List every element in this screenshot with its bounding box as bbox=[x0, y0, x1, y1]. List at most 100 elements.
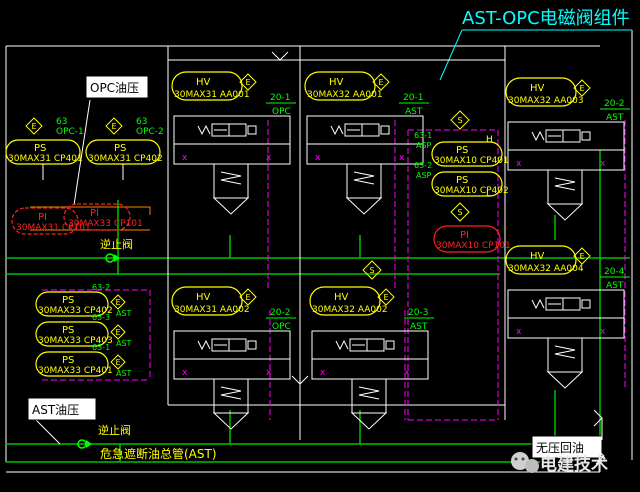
cartridge-poppet bbox=[350, 412, 388, 430]
hv-subtitle: OPC bbox=[272, 322, 291, 332]
solenoid-coil bbox=[581, 131, 591, 141]
check-valve-upper bbox=[105, 253, 120, 263]
cartridge-spring bbox=[358, 386, 380, 400]
check-valve-upper-label: 逆止阀 bbox=[100, 237, 133, 251]
solenoid-coil bbox=[380, 125, 390, 135]
hv-label: HV bbox=[196, 292, 211, 303]
ps-label: PS bbox=[456, 175, 468, 186]
diamond-shape bbox=[450, 110, 470, 130]
cartridge-poppet bbox=[212, 197, 250, 215]
diamond-shape bbox=[105, 117, 123, 135]
drain-mark: x bbox=[399, 153, 405, 163]
hv-label: HV bbox=[196, 77, 211, 88]
ps-number: 63 bbox=[56, 117, 67, 127]
ps-number: 63-2 bbox=[92, 283, 110, 292]
ps-number: 63-2 bbox=[414, 161, 432, 170]
hv-label: HV bbox=[530, 251, 545, 262]
asp-l-letter: L bbox=[486, 189, 491, 199]
ps-subtitle: OPC-2 bbox=[136, 127, 164, 137]
hv-number: 20-3 bbox=[408, 308, 428, 318]
ps-capsule bbox=[35, 291, 109, 317]
valve-body bbox=[306, 115, 424, 165]
valve-body bbox=[507, 121, 625, 171]
hv-tag: 30MAX32 AA004 bbox=[508, 264, 584, 274]
spool-spring bbox=[335, 339, 349, 351]
diamond-shape bbox=[450, 202, 470, 222]
solenoid-coil bbox=[385, 340, 395, 350]
diamond-letter: E bbox=[378, 78, 383, 87]
hv-capsule bbox=[171, 71, 243, 101]
hv-label: HV bbox=[530, 83, 545, 94]
diamond-shape bbox=[25, 117, 43, 135]
white-piping bbox=[27, 46, 506, 445]
ps-subtitle: AST bbox=[116, 369, 132, 378]
cartridge-spring bbox=[220, 171, 242, 185]
hv-number: 20-1 bbox=[403, 93, 423, 103]
ps-tag: 30MAX31 CP401 bbox=[8, 154, 83, 164]
valve-body bbox=[173, 330, 291, 380]
pi-label: PI bbox=[460, 230, 469, 241]
drain-mark: x bbox=[182, 368, 188, 378]
pi-tag: 30MAX10 CP101 bbox=[436, 241, 511, 251]
ps-number: 63 bbox=[136, 117, 147, 127]
hv-label: HV bbox=[329, 77, 344, 88]
diamond-shape bbox=[362, 260, 382, 280]
cartridge-body bbox=[547, 337, 583, 373]
diamond-shape bbox=[239, 73, 257, 91]
ps-capsule bbox=[35, 351, 109, 377]
drain-mark: x bbox=[600, 327, 606, 337]
cartridge-poppet bbox=[345, 197, 383, 215]
asp-s-diamond-top: S bbox=[450, 110, 470, 130]
ps-label: PS bbox=[114, 143, 126, 154]
emergency-trip-header-label: 危急遮断油总管(AST) bbox=[100, 446, 217, 461]
spool-spring bbox=[531, 298, 545, 310]
cartridge-poppet bbox=[212, 412, 250, 430]
diamond-letter: E bbox=[245, 293, 250, 302]
spool-spring bbox=[197, 124, 211, 136]
drain-mark: x bbox=[404, 368, 410, 378]
ps-label: PS bbox=[456, 145, 468, 156]
check-valve-lower bbox=[77, 439, 92, 449]
hv-label: HV bbox=[334, 292, 349, 303]
hv-e-diamond: E bbox=[239, 73, 257, 91]
hv-tag: 30MAX32 AA002 bbox=[312, 305, 388, 315]
diamond-letter: E bbox=[115, 328, 120, 337]
diagram-title: AST-OPC电磁阀组件 bbox=[462, 8, 630, 29]
cartridge-spring bbox=[554, 345, 576, 359]
hv-capsule bbox=[304, 71, 376, 101]
ps-label: PS bbox=[62, 295, 74, 306]
ps-e-diamond: E bbox=[110, 294, 126, 310]
ps-tag: 30MAX33 CP403 bbox=[38, 336, 113, 346]
hv-tag: 30MAX31 AA001 bbox=[174, 90, 250, 100]
solenoid-coil bbox=[247, 125, 257, 135]
spool-spring bbox=[330, 124, 344, 136]
direction-arrows bbox=[271, 51, 605, 465]
ps-e-diamond: E bbox=[110, 354, 126, 370]
hv-e-diamond: E bbox=[239, 288, 257, 306]
diamond-letter: S bbox=[369, 266, 374, 275]
ps-tag: 30MAX10 CP401 bbox=[434, 156, 509, 166]
diamond-shape bbox=[110, 324, 126, 340]
hv-capsule bbox=[505, 77, 577, 107]
ps-e-diamond: E bbox=[105, 117, 123, 135]
ast-oil-pressure-text: AST油压 bbox=[32, 403, 79, 417]
hv-subtitle: AST bbox=[410, 322, 428, 332]
ps-subtitle: AST bbox=[116, 339, 132, 348]
diamond-shape bbox=[239, 288, 257, 306]
diamond-letter: E bbox=[31, 122, 36, 131]
drain-mark: x bbox=[516, 159, 522, 169]
ast-oil-pressure-callout: AST油压 bbox=[27, 397, 97, 421]
spool-spring bbox=[197, 339, 211, 351]
pi-capsule bbox=[63, 203, 131, 231]
valve-body bbox=[507, 289, 625, 339]
asp-s-diamond-bottom: S bbox=[450, 202, 470, 222]
hv-e-diamond: E bbox=[573, 79, 591, 97]
drain-mark: x bbox=[600, 159, 606, 169]
